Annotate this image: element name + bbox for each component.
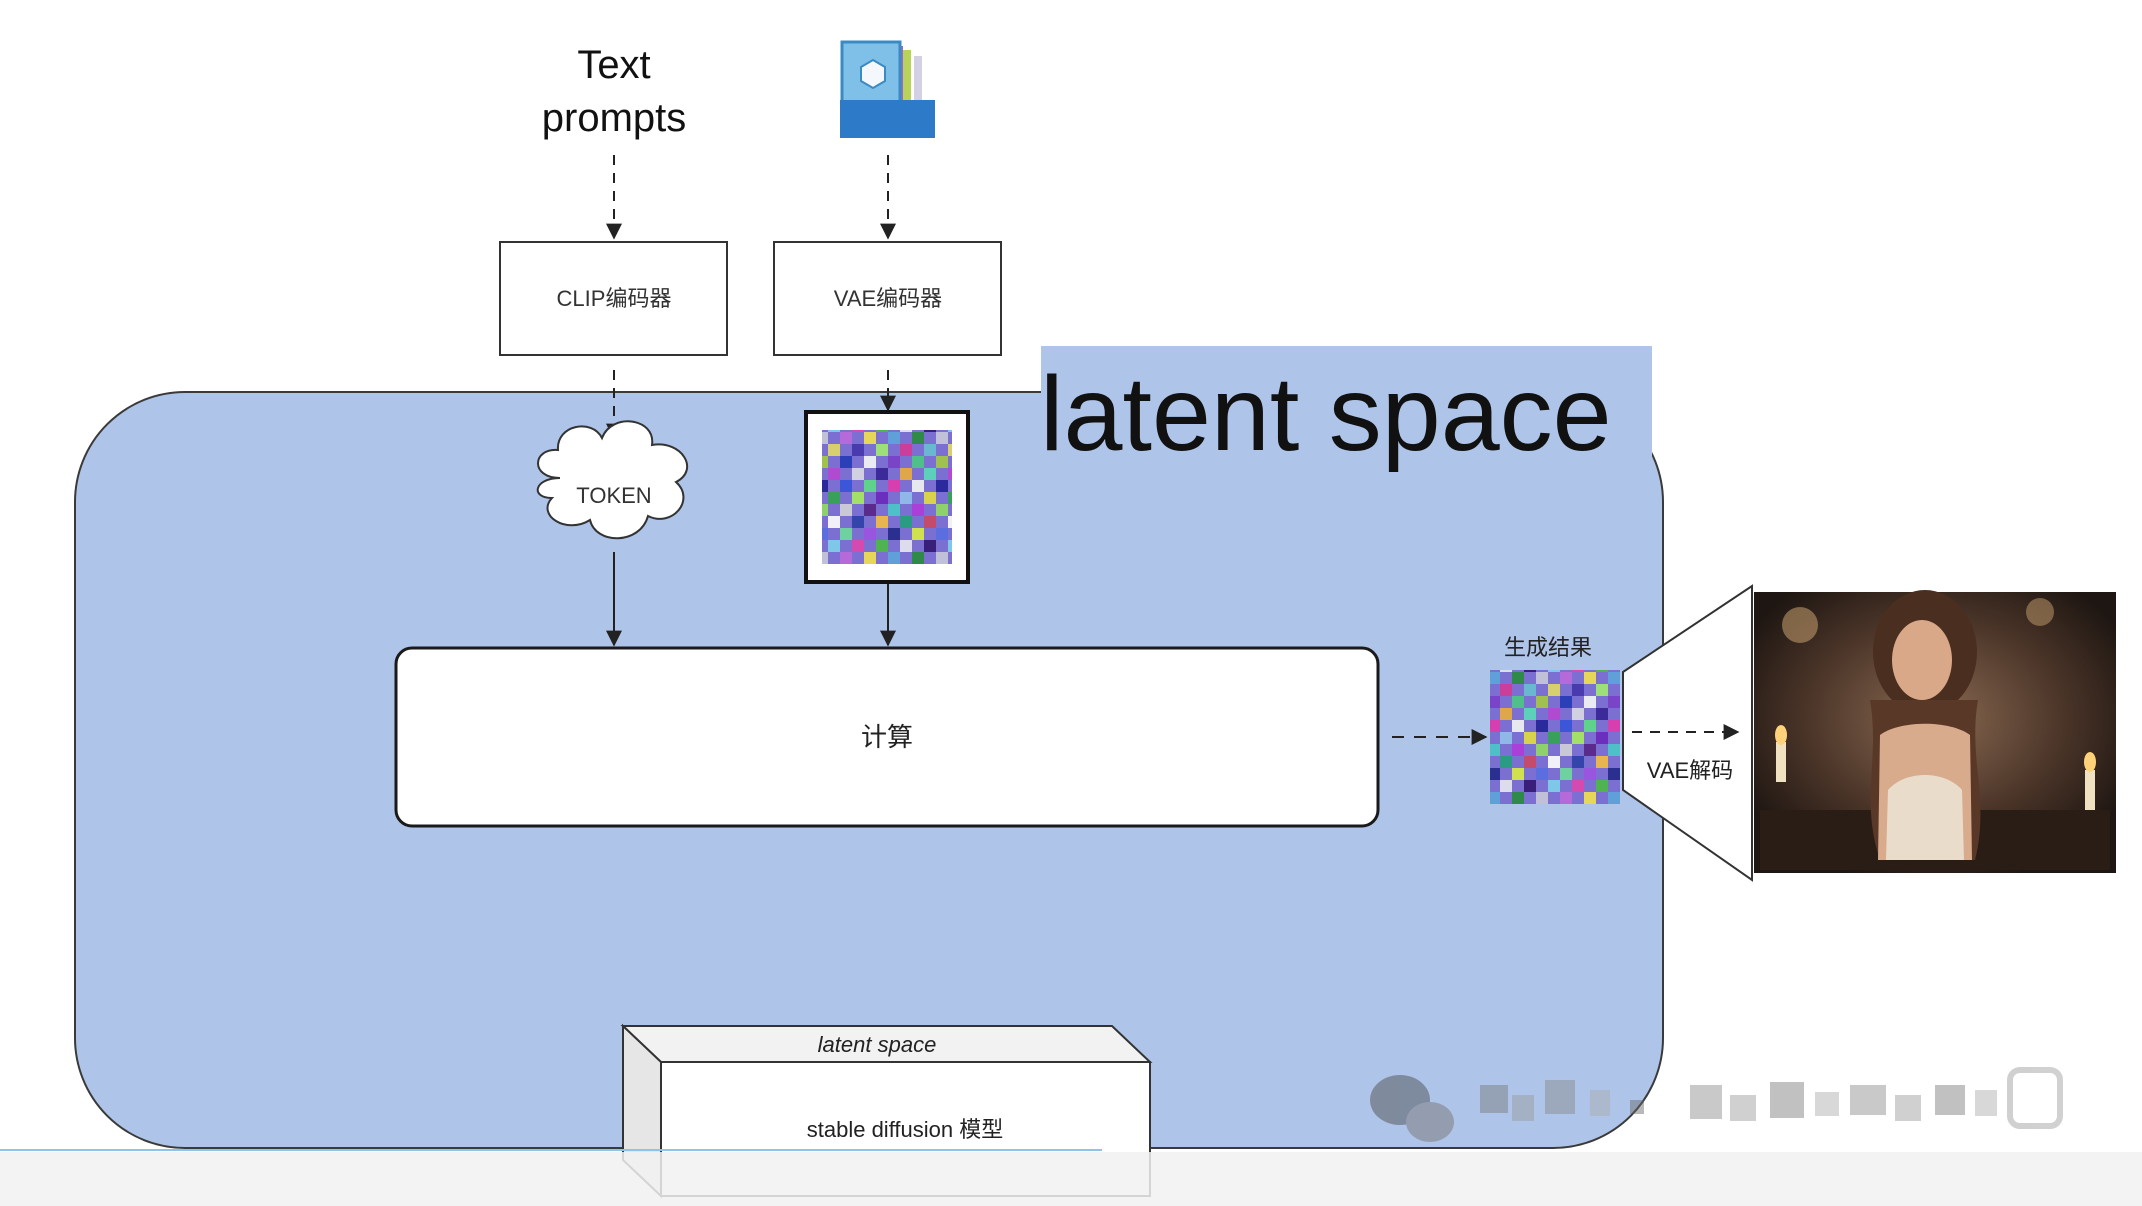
image-file-icon (840, 40, 935, 138)
output-photo (1754, 590, 2116, 873)
bottom-bar (0, 1152, 2142, 1206)
text-prompts-label-line2: prompts (542, 96, 687, 140)
vae-encoder-label: VAE编码器 (834, 286, 942, 311)
latent-space-title-highlight (1041, 346, 1652, 462)
model-box-front-label: stable diffusion 模型 (807, 1117, 1003, 1142)
generated-result-label: 生成结果 (1504, 635, 1592, 660)
model-box-top-label: latent space (818, 1032, 937, 1057)
wechat-icon (1370, 1075, 1454, 1142)
latent-noise-image (822, 430, 952, 564)
vae-encoder-box (773, 241, 1002, 356)
token-label: TOKEN (576, 483, 651, 508)
compute-label: 计算 (861, 722, 913, 752)
latent-space-title: latent space (1040, 355, 1612, 473)
vae-decode-label: VAE解码 (1647, 758, 1733, 783)
compute-box (394, 646, 1380, 828)
token-cloud (536, 420, 689, 540)
clip-encoder-box (499, 241, 728, 356)
clip-encoder-label: CLIP编码器 (557, 286, 672, 311)
watermark-pixel-text (1480, 1067, 2063, 1129)
generated-result-image (1490, 670, 1620, 804)
text-prompts-label-line1: Text (577, 43, 650, 87)
